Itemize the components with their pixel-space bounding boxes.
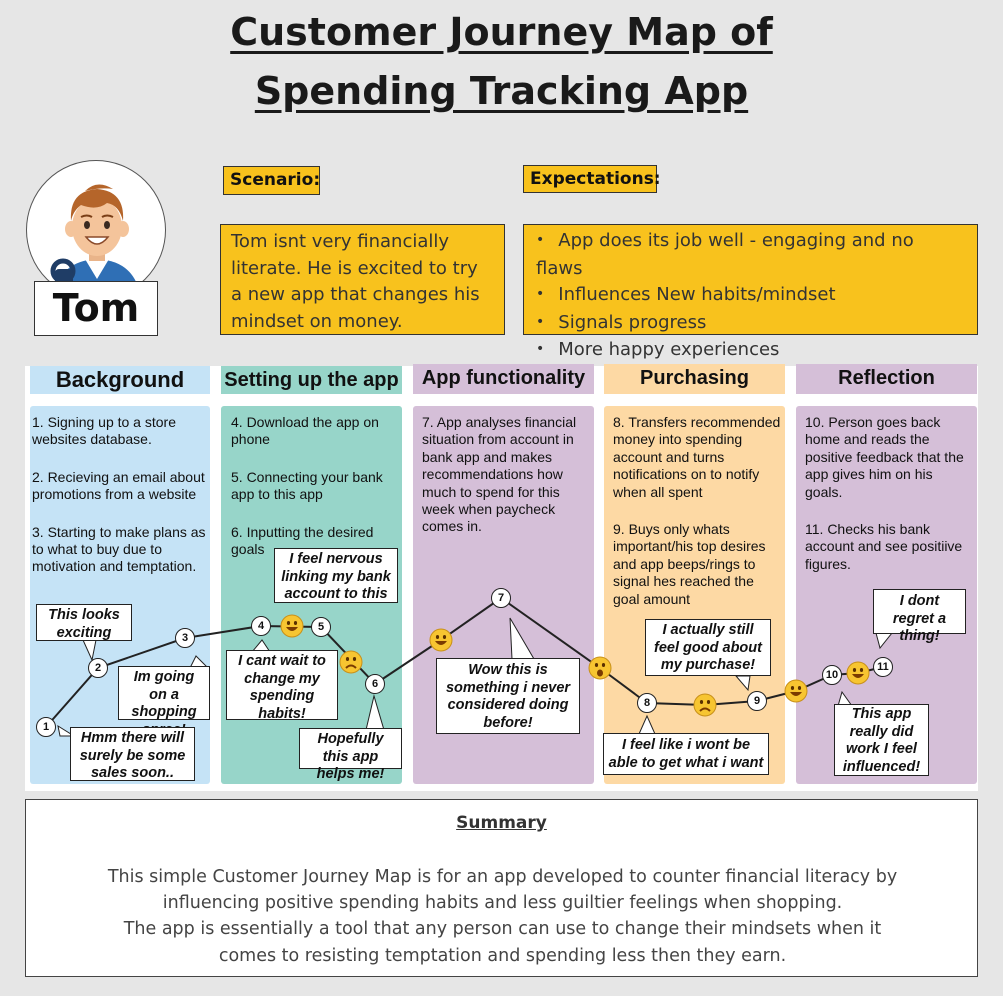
journey-point-9: 9 [747,691,767,711]
stage-steps-reflection: 10. Person goes back home and reads the … [805,414,973,593]
thought-bubble: Hopefully this app helps me! [299,728,402,782]
summary-panel: Summary This simple Customer Journey Map… [25,799,978,977]
surprised-face-icon [588,656,612,680]
thought-bubble: I feel nervous linking my bank account t… [274,548,398,603]
sad-face-icon [339,650,363,674]
thought-bubble: Hmm there will surely be some sales soon… [70,727,195,781]
summary-title: Summary [456,813,547,833]
summary-text: This simple Customer Journey Map is for … [56,864,949,969]
thought-bubble: I actually still feel good about my purc… [645,619,771,676]
thought-bubble: This app really did work I feel influenc… [834,704,929,776]
journey-point-2: 2 [88,658,108,678]
summary-line: influencing positive spending habits and… [162,893,843,914]
stage-header-reflection: Reflection [796,364,977,394]
step-text: 7. App analyses financial situation from… [422,414,577,535]
step-text: 1. Signing up to a store websites databa… [32,414,176,448]
thought-bubble: Im going on a shopping spree! [118,666,210,738]
thought-bubble: I cant wait to change my spending habits… [226,650,338,722]
stage-steps-setup: 4. Download the app on phone 5. Connecti… [231,414,399,578]
thought-bubble: I dont regret a thing! [873,589,966,644]
avatar [26,160,166,300]
happy-face-icon [784,679,808,703]
journey-point-1: 1 [36,717,56,737]
persona-illustration-icon [50,184,141,299]
expectation-item: Signals progress [536,310,965,338]
stage-steps-purchasing: 8. Transfers recommended money into spen… [613,414,781,628]
expectation-item: Influences New habits/mindset [536,282,965,310]
summary-line: This simple Customer Journey Map is for … [107,867,898,887]
miro-watermark: miro [946,961,977,976]
stage-steps-background: 1. Signing up to a store websites databa… [32,414,208,596]
step-text: 9. Buys only whats important/his top des… [613,521,766,607]
scenario-text: Tom isnt very financially literate. He i… [231,231,480,332]
stage-steps-functionality: 7. App analyses financial situation from… [422,414,587,556]
page-title-line-2: Spending Tracking App [254,69,749,113]
sad-face-icon [693,693,717,717]
page-title-line-1: Customer Journey Map of [230,10,773,54]
thought-bubble: This looks exciting [36,604,132,641]
journey-point-3: 3 [175,628,195,648]
happy-face-icon [280,614,304,638]
journey-point-5: 5 [311,617,331,637]
journey-point-6: 6 [365,674,385,694]
scenario-box: Tom isnt very financially literate. He i… [220,224,505,335]
step-text: 11. Checks his bank account and see posi… [805,521,963,572]
step-text: 2. Recieving an email about promotions f… [32,468,205,503]
stage-header-functionality: App functionality [413,364,594,394]
step-text: 3. Starting to make plans as to what to … [32,523,206,575]
expectations-box: App does its job well - engaging and no … [523,224,978,360]
journey-point-11: 11 [873,657,893,677]
stage-header-setup: Setting up the app [221,366,402,394]
thought-bubble: I feel like i wont be able to get what i… [603,733,769,775]
step-text: 6. Inputting the desired goals [231,523,374,558]
persona-name: Tom [34,281,158,336]
journey-point-10: 10 [822,665,842,685]
step-text: 4. Download the app on phone [231,414,379,448]
summary-line: comes to resisting temptation and spendi… [218,945,787,966]
expectation-item: More happy experiences [536,337,965,365]
summary-line: The app is essentially a tool that any p… [123,919,882,940]
step-text: 8. Transfers recommended money into spen… [613,414,781,500]
expectation-item: App does its job well - engaging and no … [536,228,965,282]
step-text: 5. Connecting your bank app to this app [231,468,383,503]
journey-point-7: 7 [491,588,511,608]
journey-point-8: 8 [637,693,657,713]
stage-header-background: Background [30,366,210,394]
journey-point-4: 4 [251,616,271,636]
step-text: 10. Person goes back home and reads the … [805,414,964,500]
happy-face-icon [846,661,870,685]
expectations-list: App does its job well - engaging and no … [536,228,965,365]
stage-header-purchasing: Purchasing [604,364,785,394]
thought-bubble: Wow this is something i never considered… [436,658,580,734]
happy-face-icon [429,628,453,652]
expectations-label: Expectations: [523,165,661,193]
scenario-label: Scenario: [223,166,320,195]
